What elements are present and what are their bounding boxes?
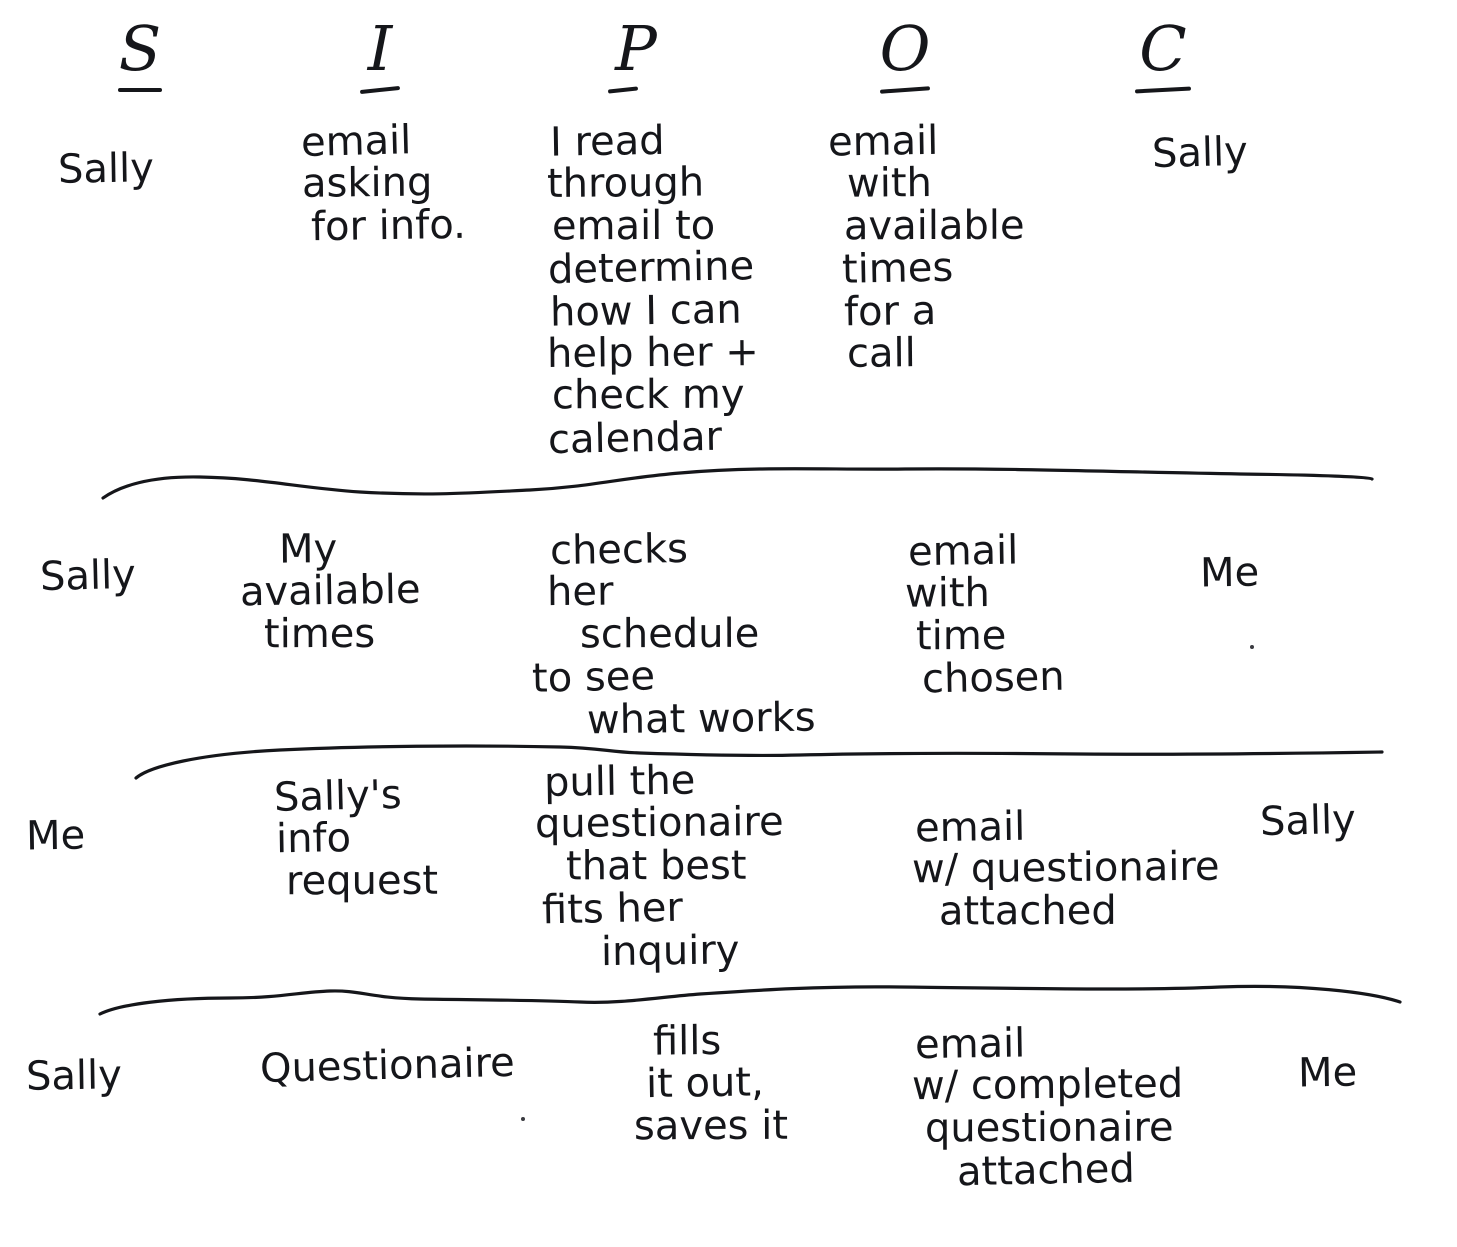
row-4-output-cell: email w/ completed questionaire attached: [911, 1020, 1186, 1196]
row-2-customer-text: Me: [1199, 549, 1260, 597]
column-header-letter-o: O: [879, 12, 931, 85]
row-1-process-line-5: how I can: [549, 286, 742, 336]
row-1-output-line-1: email: [827, 117, 939, 166]
sipoc-header-row: S I P O C: [0, 0, 1457, 110]
row-1-output-line-4: times: [841, 244, 954, 293]
column-header-letter-s: S: [118, 12, 162, 85]
row-2-output-line-1: email: [907, 527, 1019, 576]
row-1-output-cell: email with available times for a call: [827, 117, 1025, 377]
row-4-customer-text: Me: [1297, 1049, 1358, 1097]
row-1-input-line-1: email: [300, 117, 412, 166]
row-3-input-line-2: info: [275, 815, 352, 863]
row-2-process-line-5: what works: [586, 694, 816, 743]
stray-ink-dot-1: [1250, 645, 1254, 649]
row-3-process-line-3: that best: [565, 842, 747, 890]
row-1-input-line-2: asking: [301, 159, 433, 208]
row-2-supplier-text: Sally: [39, 551, 137, 601]
row-3-customer-text: Sally: [1259, 796, 1357, 846]
underline-p: [607, 86, 639, 94]
row-1-output-line-3: available: [843, 202, 1025, 250]
row-4-process-cell: fills it out, saves it: [634, 1017, 788, 1149]
underline-c: [1134, 86, 1192, 94]
column-header-customers: C: [1124, 12, 1202, 94]
row-2-input-line-2: available: [239, 566, 421, 616]
row-1-customer-text: Sally: [1151, 128, 1249, 178]
row-1-output-line-2: with: [846, 160, 933, 208]
row-1-supplier-cell: Sally: [57, 145, 155, 193]
row-4-output-line-4: attached: [956, 1145, 1136, 1196]
column-header-suppliers: S: [100, 18, 180, 92]
row-2-supplier-cell: Sally: [36, 552, 136, 600]
underline-i: [359, 85, 401, 95]
column-header-letter-c: C: [1139, 12, 1187, 85]
row-3-input-line-1: Sally's: [273, 771, 403, 821]
row-2-output-line-3: time: [915, 612, 1007, 660]
row-3-output-line-2: w/ questionaire: [911, 844, 1220, 893]
row-4-output-line-1: email: [914, 1020, 1026, 1069]
row-3-output-line-1: email: [914, 803, 1026, 852]
row-4-output-line-3: questionaire: [924, 1104, 1174, 1152]
row-1-input-line-3: for info.: [310, 201, 467, 250]
column-header-inputs: I: [345, 12, 415, 95]
row-3-output-line-3: attached: [938, 887, 1117, 935]
row-2-output-cell: email with time chosen: [904, 527, 1067, 703]
row-4-customer-cell: Me: [1297, 1049, 1358, 1097]
row-1-process-line-8: calendar: [547, 413, 723, 463]
row-2-input-line-1: My: [278, 526, 338, 573]
row-1-output-line-5: for a: [843, 287, 937, 335]
row-3-input-cell: Sally's info request: [270, 772, 439, 905]
underline-o: [879, 86, 931, 94]
row-4-input-cell: Questionaire: [256, 1040, 515, 1092]
row-3-process-line-1: pull the: [543, 757, 696, 806]
row-1-process-line-3: email to: [551, 202, 716, 250]
row-1-process-line-1: I read: [549, 117, 665, 166]
column-header-letter-p: P: [615, 12, 657, 85]
row-2-process-cell: checks her schedule to see what works: [532, 525, 816, 743]
row-3-supplier-cell: Me: [25, 812, 86, 860]
row-3-customer-cell: Sally: [1256, 797, 1356, 845]
row-1-process-line-6: help her +: [546, 329, 760, 377]
row-4-input-line-1: Questionaire: [259, 1039, 516, 1093]
column-header-letter-i: I: [367, 12, 393, 85]
row-3-output-cell: email w/ questionaire attached: [911, 803, 1223, 935]
row-4-process-line-1: fills: [652, 1017, 722, 1065]
row-4-process-line-3: saves it: [633, 1102, 789, 1150]
row-4-output-line-2: w/ completed: [911, 1061, 1184, 1110]
row-4-supplier-text: Sally: [25, 1052, 123, 1100]
row-2-output-line-4: chosen: [921, 653, 1066, 703]
row-1-customer-cell: Sally: [1148, 129, 1248, 177]
row-4-supplier-cell: Sally: [25, 1052, 123, 1100]
row-1-process-line-7: check my: [551, 372, 745, 419]
row-3-supplier-text: Me: [25, 812, 86, 860]
column-header-process: P: [598, 12, 674, 94]
row-2-process-line-4: to see: [531, 653, 656, 702]
row-3-process-cell: pull the questionaire that best fits her…: [534, 757, 787, 975]
row-2-customer-cell: Me: [1199, 549, 1260, 597]
row-1-process-line-2: through: [546, 159, 705, 208]
row-2-input-line-3: times: [263, 610, 376, 658]
row-3-process-line-4: fits her: [541, 884, 684, 934]
row-3-process-line-5: inquiry: [600, 926, 740, 975]
row-1-process-line-4: determine: [547, 243, 755, 294]
row-1-process-cell: I read through email to determine how I …: [546, 117, 762, 463]
row-1-input-cell: email asking for info.: [297, 117, 467, 250]
row-1-supplier-text: Sally: [57, 145, 155, 193]
row-3-process-line-2: questionaire: [534, 799, 784, 848]
row-2-process-line-3: schedule: [579, 610, 760, 658]
stray-ink-dot-2: [521, 1117, 525, 1121]
row-1-output-line-6: call: [846, 330, 916, 377]
row-3-input-line-3: request: [285, 857, 439, 905]
row-2-output-line-2: with: [904, 570, 991, 618]
row-2-process-line-2: her: [546, 568, 614, 616]
column-header-outputs: O: [866, 12, 944, 94]
row-4-process-line-2: it out,: [645, 1059, 765, 1108]
row-2-process-line-1: checks: [549, 525, 689, 575]
row-2-input-cell: My available times: [239, 526, 421, 658]
underline-s: [118, 88, 162, 92]
